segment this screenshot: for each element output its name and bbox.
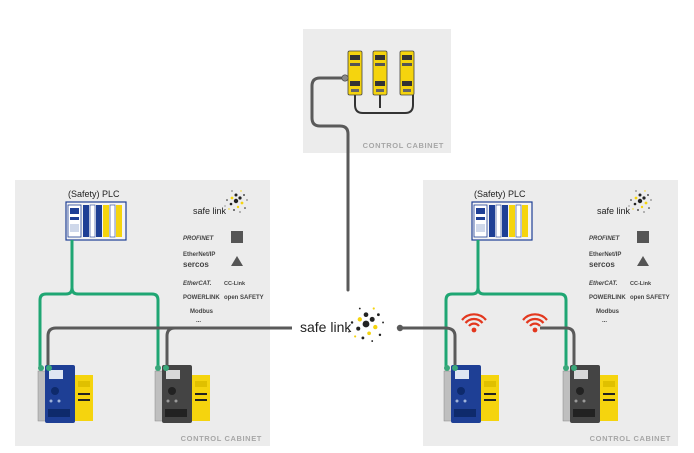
protocol-right-opensafety: open SAFETY [630, 295, 670, 301]
top-cabinet-lines [310, 76, 414, 292]
protocol-right-profinet: PROFINET [589, 236, 621, 242]
protocol-right-ethercat: EtherCAT. [589, 281, 618, 287]
right-grey-lines [400, 326, 576, 367]
protocol-right-sercos: sercos [589, 260, 615, 269]
top-port [341, 74, 349, 82]
center-safe-link-logo-icon [348, 307, 384, 342]
right-green-lines [444, 240, 568, 367]
protocol-left-opensafety: open SAFETY [224, 295, 264, 301]
plc-left-label: (Safety) PLC [68, 189, 120, 199]
cabinet-right-label: CONTROL CABINET [590, 434, 671, 443]
center-port [396, 324, 404, 332]
protocol-left-profinet: PROFINET [183, 236, 215, 242]
plc-right [471, 201, 533, 241]
protocol-right-more: ... [602, 318, 607, 324]
protocol-left-cclink: CC-Link [224, 281, 246, 287]
protocol-left-more: ... [196, 318, 201, 324]
protocol-right-icon-triangle [637, 256, 649, 266]
protocol-left-ethercat: EtherCAT. [183, 281, 212, 287]
right-safe-link-label: safe link [597, 206, 631, 216]
plc-right-label: (Safety) PLC [474, 189, 526, 199]
protocol-left-sercos: sercos [183, 260, 209, 269]
protocol-right-icon-square [637, 231, 649, 243]
protocol-left-powerlink: POWERLINK [183, 295, 220, 301]
left-grey-lines [46, 326, 292, 367]
protocol-right-ethernetip: EtherNet/IP [589, 252, 621, 258]
left-safe-link-label: safe link [193, 206, 227, 216]
protocol-left-modbus: Modbus [190, 309, 214, 315]
protocol-right-cclink: CC-Link [630, 281, 652, 287]
din-rail-module-icon [347, 50, 415, 96]
left-green-lines [38, 240, 160, 367]
protocol-right-modbus: Modbus [596, 309, 620, 315]
protocols-left: PROFINET EtherNet/IP sercos EtherCAT. PO… [183, 231, 264, 324]
center-safe-link-label: safe link [300, 319, 352, 335]
protocol-left-icon-triangle [231, 256, 243, 266]
protocol-right-powerlink: POWERLINK [589, 295, 626, 301]
cabinet-left-label: CONTROL CABINET [181, 434, 262, 443]
protocols-right: PROFINET EtherNet/IP sercos EtherCAT. PO… [589, 231, 670, 324]
cabinet-top-label: CONTROL CABINET [363, 141, 444, 150]
plc-left [65, 201, 127, 241]
protocol-left-icon-square [231, 231, 243, 243]
protocol-left-ethernetip: EtherNet/IP [183, 252, 215, 258]
